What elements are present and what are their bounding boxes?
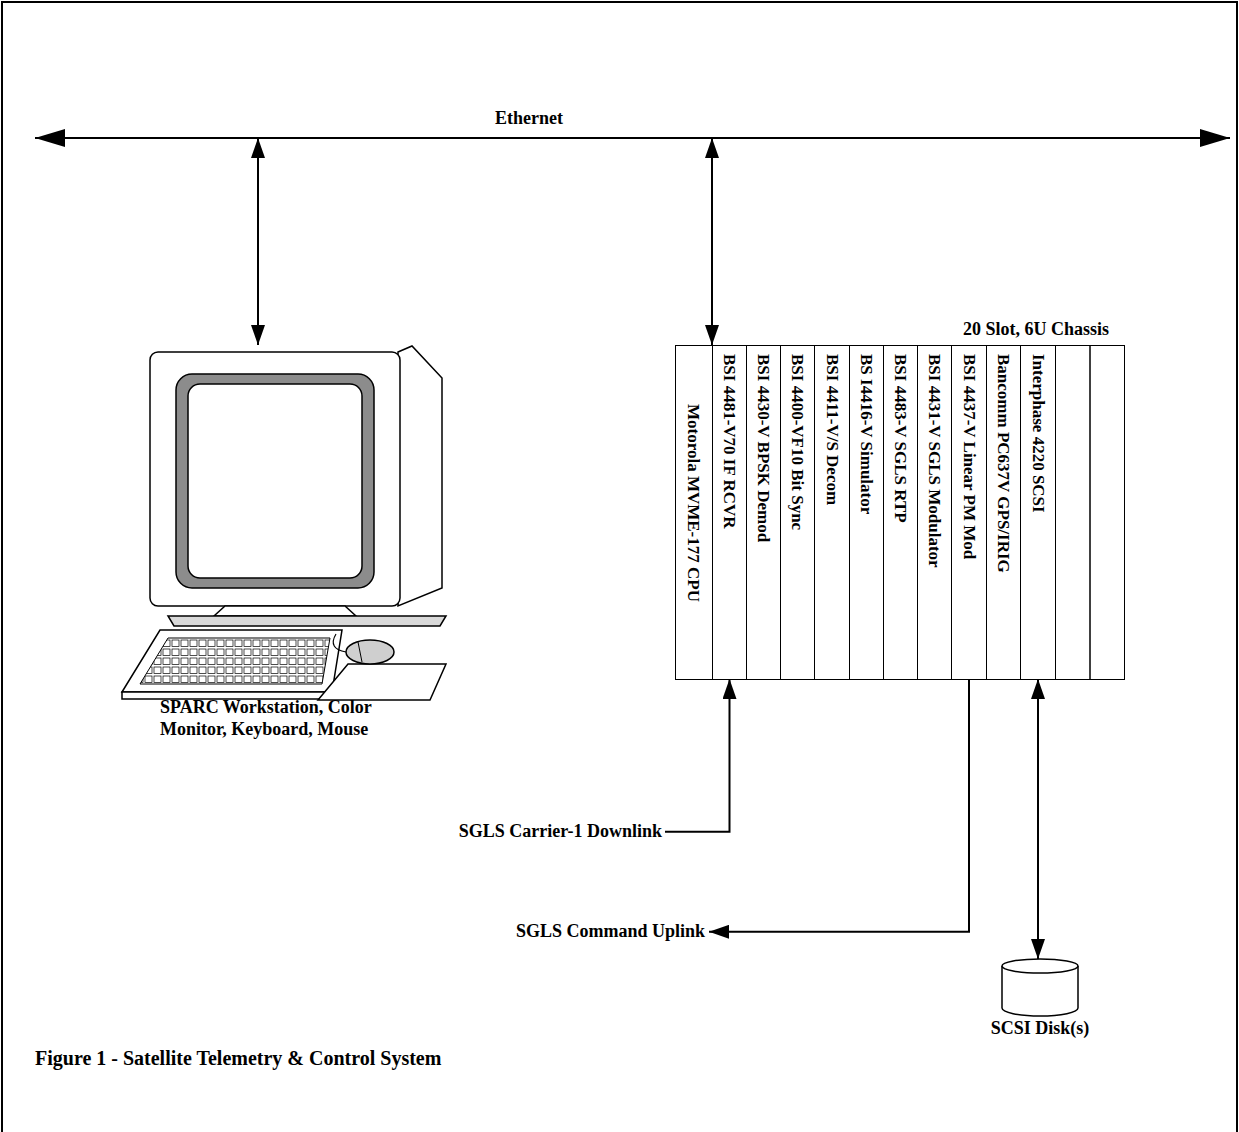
card-label: BSI 4400-VF10 Bit Sync [787,354,807,530]
vme-card: BSI 4411-V/S Decom [815,346,850,679]
signal-connector [1037,679,1039,959]
vme-card: BSI 4481-V70 IF RCVR [713,346,747,679]
disk-top [1002,959,1078,973]
scsi-disk: SCSI Disk(s) [980,958,1100,1040]
node-label: Ethernet [495,108,563,130]
node-label: SCSI Disk(s) [991,1018,1090,1040]
vme-card: BSI 4431-V SGLS Modulator [918,346,952,679]
node-label: SGLS Command Uplink [516,921,705,943]
card-label: BSI 4431-V SGLS Modulator [924,354,944,568]
vme-card: Bancomm PC637V GPS/IRIG [987,346,1021,679]
card-label: BSI 4430-V BPSK Demod [753,354,773,542]
card-label: Interphase 4220 SCSI [1027,354,1047,513]
vme-card: Interphase 4220 SCSI [1021,346,1056,679]
monitor-base [168,616,446,626]
screen-frame [176,374,374,588]
card-label: BSI 4483-V SGLS RTP [890,354,910,523]
card-label: BSI 4411-V/S Decom [821,354,841,505]
vme-card: BSI 4437-V Linear PM Mod [952,346,987,679]
workstation: SPARC Workstation, Color Monitor, Keyboa… [150,345,450,740]
screen [188,384,362,578]
vme-card: BSI 4430-V BPSK Demod [747,346,781,679]
keyboard [122,630,342,692]
signal-connector [709,679,969,932]
chassis-heading: 20 Slot, 6U Chassis [963,319,1109,341]
disk-cylinder [980,958,1100,1018]
vme-card: Motorola MVME-177 CPU [675,346,713,679]
card-label: BSI 4437-V Linear PM Mod [958,354,978,559]
signal-label: SGLS Command Uplink [516,921,705,943]
mouse-pad [318,664,446,700]
card-label: BSI 4481-V70 IF RCVR [719,354,739,529]
mouse-cord [333,634,346,652]
card-label: Bancomm PC637V GPS/IRIG [993,354,1013,573]
node-label: SGLS Carrier-1 Downlink [459,821,662,843]
mouse-button-line [358,642,362,662]
slot-divider [1089,345,1091,680]
ethernet-bus-line [35,137,1230,139]
figure-caption: Figure 1 - Satellite Telemetry & Control… [35,1046,441,1070]
signal-label: SGLS Carrier-1 Downlink [459,821,662,843]
card-chassis: Motorola MVME-177 CPU BSI 4481-V70 IF RCV… [675,345,1125,680]
keyboard-keys [140,638,330,684]
monitor-bezel [150,352,400,606]
workstation-drawing [122,346,446,700]
signal-connector [711,138,713,345]
signal-connector [665,679,730,832]
mouse [346,640,394,664]
monitor-stand [214,606,356,616]
connectors [258,138,1038,959]
vme-card: BSI 4400-VF10 Bit Sync [781,346,815,679]
monitor-side [398,346,442,606]
vme-card: BSI 4483-V SGLS RTP [884,346,918,679]
card-label: BS I4416-V Simulator [856,354,876,514]
node-label: SPARC Workstation, Color Monitor, Keyboa… [160,697,422,740]
ethernet-bus: Ethernet [35,108,1230,138]
card-label: Motorola MVME-177 CPU [683,404,703,602]
vme-card: BS I4416-V Simulator [850,346,884,679]
signal-connector [257,138,259,345]
